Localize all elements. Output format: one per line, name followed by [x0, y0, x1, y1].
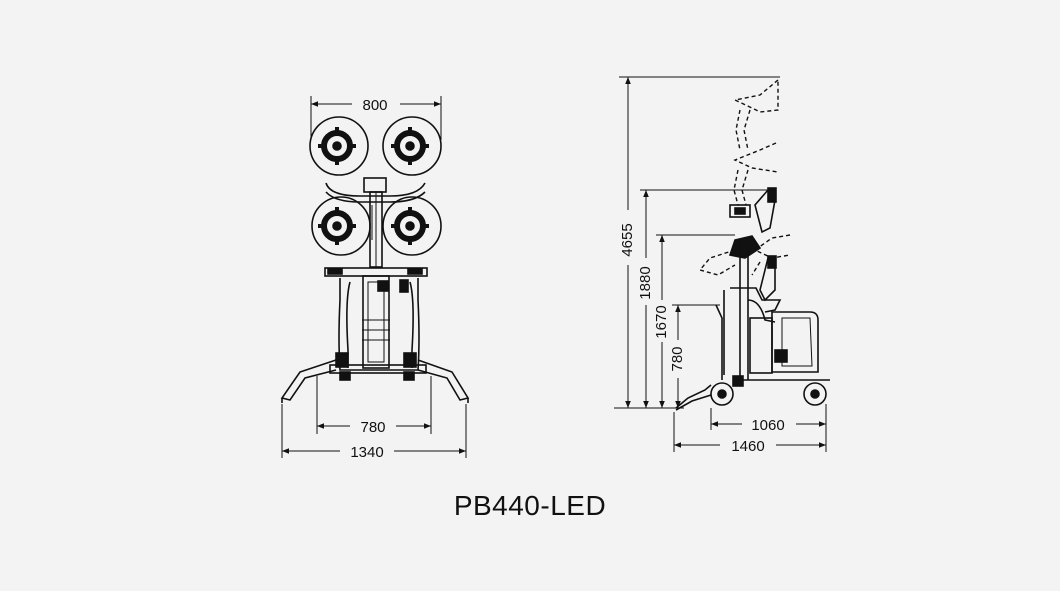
mast — [325, 177, 426, 268]
label-height-upper: 1880 — [637, 266, 654, 299]
dim-max-height — [619, 76, 780, 408]
label-overall-length: 1460 — [731, 438, 764, 455]
side-lamps — [728, 187, 777, 302]
label-height-mid: 1670 — [653, 305, 670, 338]
dim-height-upper — [640, 189, 775, 408]
extended-mast-dashed — [698, 78, 791, 276]
label-height-low: 780 — [669, 346, 686, 371]
dim-height-low — [672, 304, 720, 408]
side-view — [614, 76, 830, 452]
label-overall-width: 1340 — [350, 444, 383, 461]
label-wheelbase: 1060 — [751, 417, 784, 434]
label-wheel-track: 780 — [360, 419, 385, 436]
dim-wheelbase — [710, 404, 827, 452]
label-top-width: 800 — [362, 97, 387, 114]
front-view — [280, 96, 470, 458]
model-title: PB440-LED — [453, 490, 607, 521]
label-max-height: 4655 — [619, 223, 636, 256]
dim-wheel-track — [316, 376, 432, 434]
side-body — [715, 240, 830, 387]
dim-overall-width — [281, 404, 467, 458]
lamp-heads — [309, 116, 442, 256]
dim-top-width — [310, 96, 442, 140]
outriggers — [280, 359, 470, 403]
side-wheels — [675, 382, 827, 411]
front-body — [324, 267, 428, 381]
dim-height-mid — [656, 234, 735, 408]
dim-overall-length — [673, 412, 826, 452]
